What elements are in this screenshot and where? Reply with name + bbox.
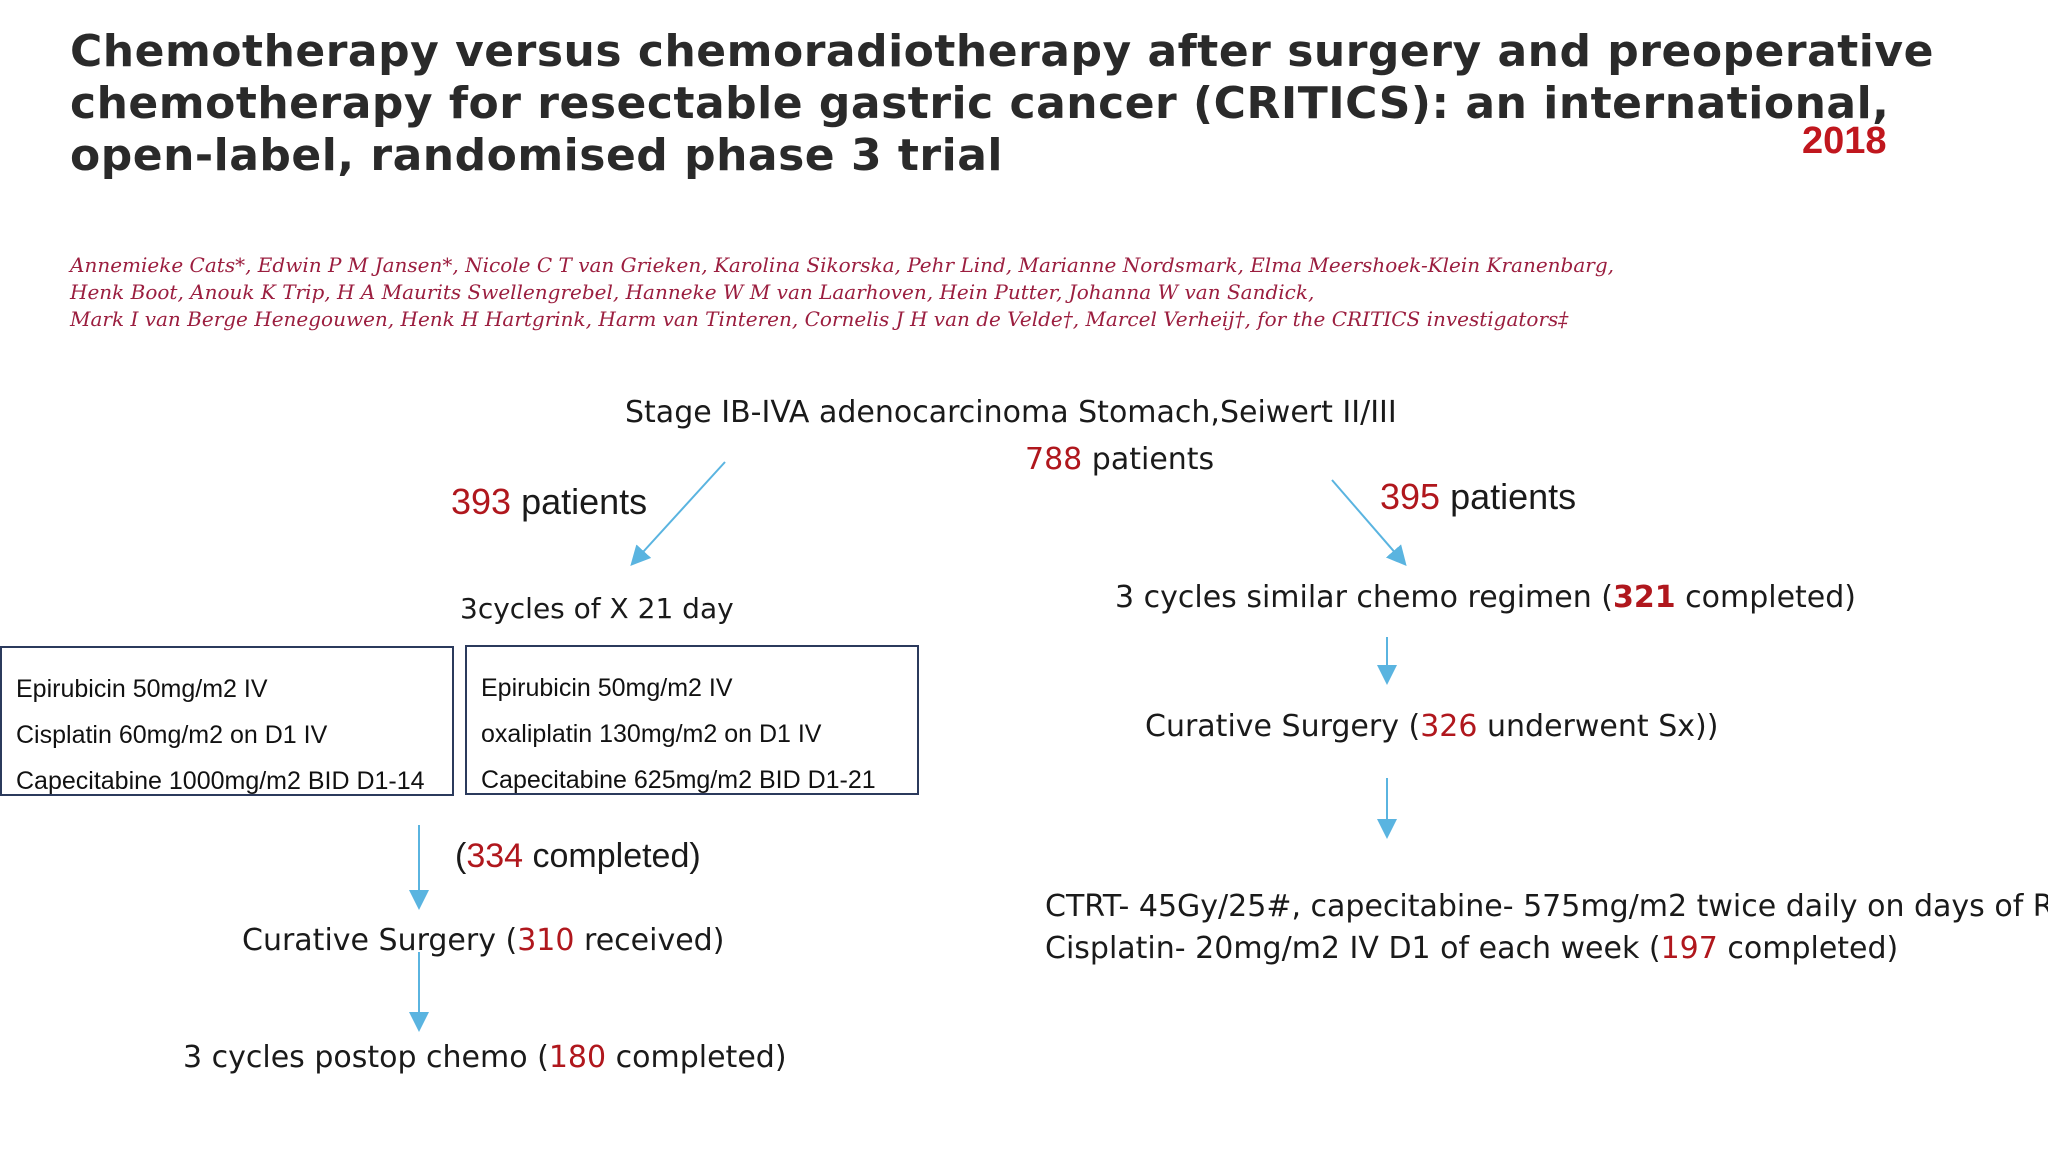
- right-surgery-number: 326: [1420, 709, 1478, 744]
- regimen-line: Cisplatin 60mg/m2 on D1 IV: [16, 721, 328, 749]
- authors-line-1: Annemieke Cats*, Edwin P M Jansen*, Nico…: [70, 253, 1614, 277]
- right-surgery-pre: Curative Surgery (: [1145, 709, 1421, 744]
- right-chemo-label: 3 cycles similar chemo regimen (321 comp…: [1115, 580, 1856, 615]
- total-patients-number: 788: [1025, 442, 1083, 477]
- left-surgery-number: 310: [517, 923, 575, 958]
- regimen-line: oxaliplatin 130mg/m2 on D1 IV: [481, 720, 822, 748]
- ctrt-completed-number: 197: [1660, 931, 1718, 966]
- left-surgery-pre: Curative Surgery (: [242, 923, 518, 958]
- arrow-to-right-arm: [1331, 479, 1407, 567]
- right-surgery-post: underwent Sx)): [1477, 709, 1719, 744]
- regimen-line: Epirubicin 50mg/m2 IV: [481, 674, 733, 702]
- left-completed-label: (334 completed): [455, 837, 701, 876]
- total-patients-word: patients: [1082, 442, 1215, 477]
- right-chemo-post: completed): [1675, 580, 1857, 615]
- left-surgery-post: received): [574, 923, 725, 958]
- right-chemo-pre: 3 cycles similar chemo regimen (: [1115, 580, 1613, 615]
- left-completed-open: (: [455, 837, 467, 875]
- stage-label: Stage IB-IVA adenocarcinoma Stomach,Seiw…: [625, 395, 1397, 430]
- author-list: Annemieke Cats*, Edwin P M Jansen*, Nico…: [70, 252, 1970, 333]
- year-label: 2018: [1802, 120, 1887, 162]
- right-patients-word: patients: [1440, 476, 1577, 517]
- authors-line-3: Mark I van Berge Henegouwen, Henk H Hart…: [70, 307, 1569, 331]
- left-patients-word: patients: [511, 481, 648, 522]
- left-postop-label: 3 cycles postop chemo (180 completed): [183, 1040, 787, 1075]
- left-postop-pre: 3 cycles postop chemo (: [183, 1040, 549, 1075]
- ctrt-line-1: CTRT- 45Gy/25#, capecitabine- 575mg/m2 t…: [1045, 889, 2048, 924]
- left-completed-number: 334: [466, 837, 524, 875]
- right-patients-number: 395: [1380, 476, 1441, 517]
- right-arm-patients: 395 patients: [1380, 476, 1576, 518]
- ctrt-line-2-pre: Cisplatin- 20mg/m2 IV D1 of each week (: [1045, 931, 1661, 966]
- ctrt-line-2: Cisplatin- 20mg/m2 IV D1 of each week (1…: [1045, 928, 2048, 970]
- regimen-line: Epirubicin 50mg/m2 IV: [16, 675, 268, 703]
- right-ctrt-label: CTRT- 45Gy/25#, capecitabine- 575mg/m2 t…: [1045, 886, 2048, 970]
- ctrt-line-2-post: completed): [1717, 931, 1899, 966]
- right-surgery-label: Curative Surgery (326 underwent Sx)): [1145, 709, 1718, 744]
- authors-line-2: Henk Boot, Anouk K Trip, H A Maurits Swe…: [70, 280, 1315, 304]
- regimen-line: Capecitabine 625mg/m2 BID D1-21: [481, 766, 876, 794]
- total-patients: 788 patients: [1025, 442, 1214, 477]
- paper-title: Chemotherapy versus chemoradiotherapy af…: [70, 26, 1934, 181]
- ecx-regimen-box: Epirubicin 50mg/m2 IV Cisplatin 60mg/m2 …: [0, 646, 454, 796]
- left-cycles-label: 3cycles of X 21 day: [460, 592, 734, 625]
- right-chemo-number: 321: [1612, 580, 1676, 615]
- left-patients-number: 393: [451, 481, 512, 522]
- left-arm-patients: 393 patients: [451, 481, 647, 523]
- arrow-to-left-arm: [630, 461, 726, 566]
- left-completed-word: completed): [523, 837, 701, 875]
- eox-regimen-box: Epirubicin 50mg/m2 IV oxaliplatin 130mg/…: [465, 645, 919, 795]
- left-postop-post: completed): [606, 1040, 787, 1075]
- regimen-line: Capecitabine 1000mg/m2 BID D1-14: [16, 767, 425, 795]
- left-postop-number: 180: [548, 1040, 607, 1075]
- left-surgery-label: Curative Surgery (310 received): [242, 923, 724, 958]
